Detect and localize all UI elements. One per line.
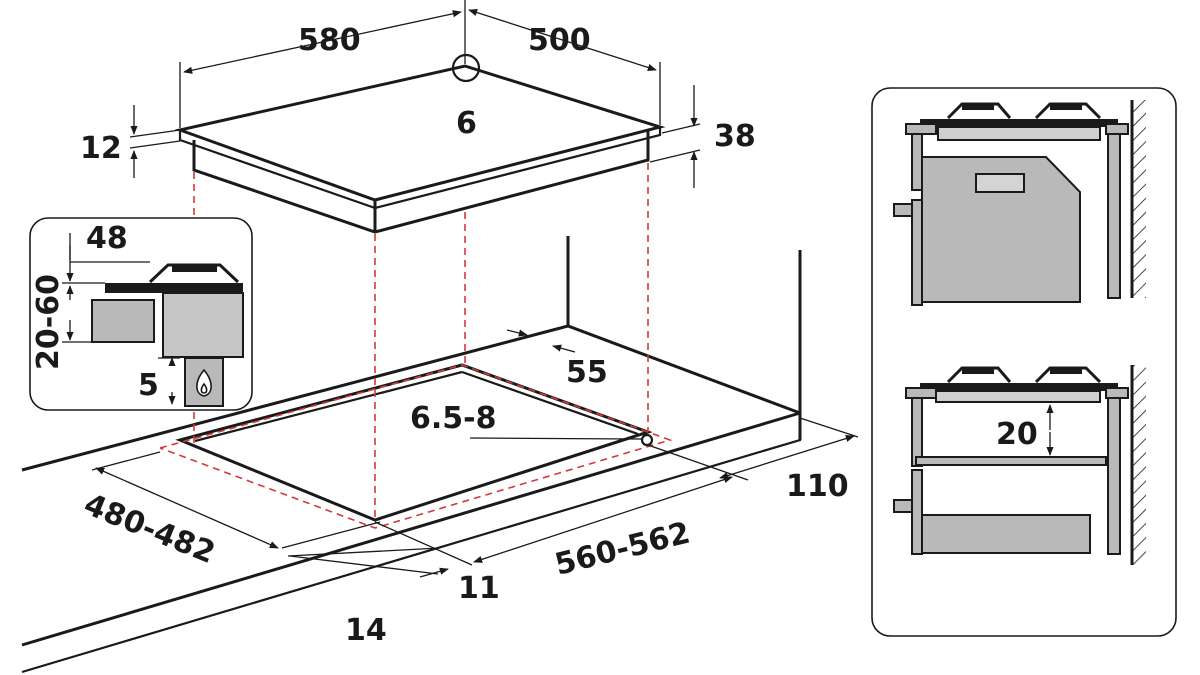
dimension-side-clearance-label: 110: [786, 469, 849, 504]
installation-with-drawer: 20: [893, 365, 1146, 565]
dimension-front-clearance-right-label: 11: [458, 571, 500, 606]
dimension-cutout-depth-label: 480-482: [79, 487, 220, 571]
detail-worktop-thickness-label: 20-60: [31, 274, 66, 370]
detail-panel-cabinet-installation: 20: [871, 87, 1177, 637]
gas-flame-icon: [196, 368, 212, 397]
dimension-cutout-width-label: 560-562: [551, 515, 693, 582]
detail-panel-worktop-section: 48 20-60 5: [29, 217, 253, 411]
installation-with-oven: [893, 100, 1146, 306]
dimension-front-clearance-left-label: 14: [345, 613, 387, 648]
dimension-front-clearance: 14 11: [281, 521, 500, 648]
dimension-rear-clearance: 55: [506, 329, 608, 390]
dimension-width-label: 580: [298, 23, 361, 58]
dimension-depth: 500: [468, 9, 661, 125]
oven-gap-label: 20: [996, 417, 1038, 452]
hob: [174, 53, 666, 234]
dimension-width: 580: [179, 0, 466, 128]
dimension-corner-radius-label: 6: [456, 106, 477, 141]
dimension-side-clearance: 110: [647, 417, 859, 504]
dimension-glass-thickness: 12: [80, 105, 181, 178]
dimension-cutout-width: 560-562: [374, 476, 733, 583]
dimension-height-label: 38: [714, 119, 756, 154]
dimension-cutout-corner-label: 6.5-8: [410, 401, 496, 436]
hob-top-plate: [174, 64, 666, 202]
detail-hob-height-label: 48: [86, 221, 128, 256]
dimension-cutout-corner: 6.5-8: [410, 401, 654, 447]
detail-gap-below-label: 5: [138, 368, 159, 403]
dimension-rear-clearance-label: 55: [566, 355, 608, 390]
dimension-glass-thickness-label: 12: [80, 131, 122, 166]
dimension-height: 38: [649, 85, 756, 188]
dimension-depth-label: 500: [528, 23, 591, 58]
dimension-cutout-depth: 480-482: [79, 451, 279, 571]
